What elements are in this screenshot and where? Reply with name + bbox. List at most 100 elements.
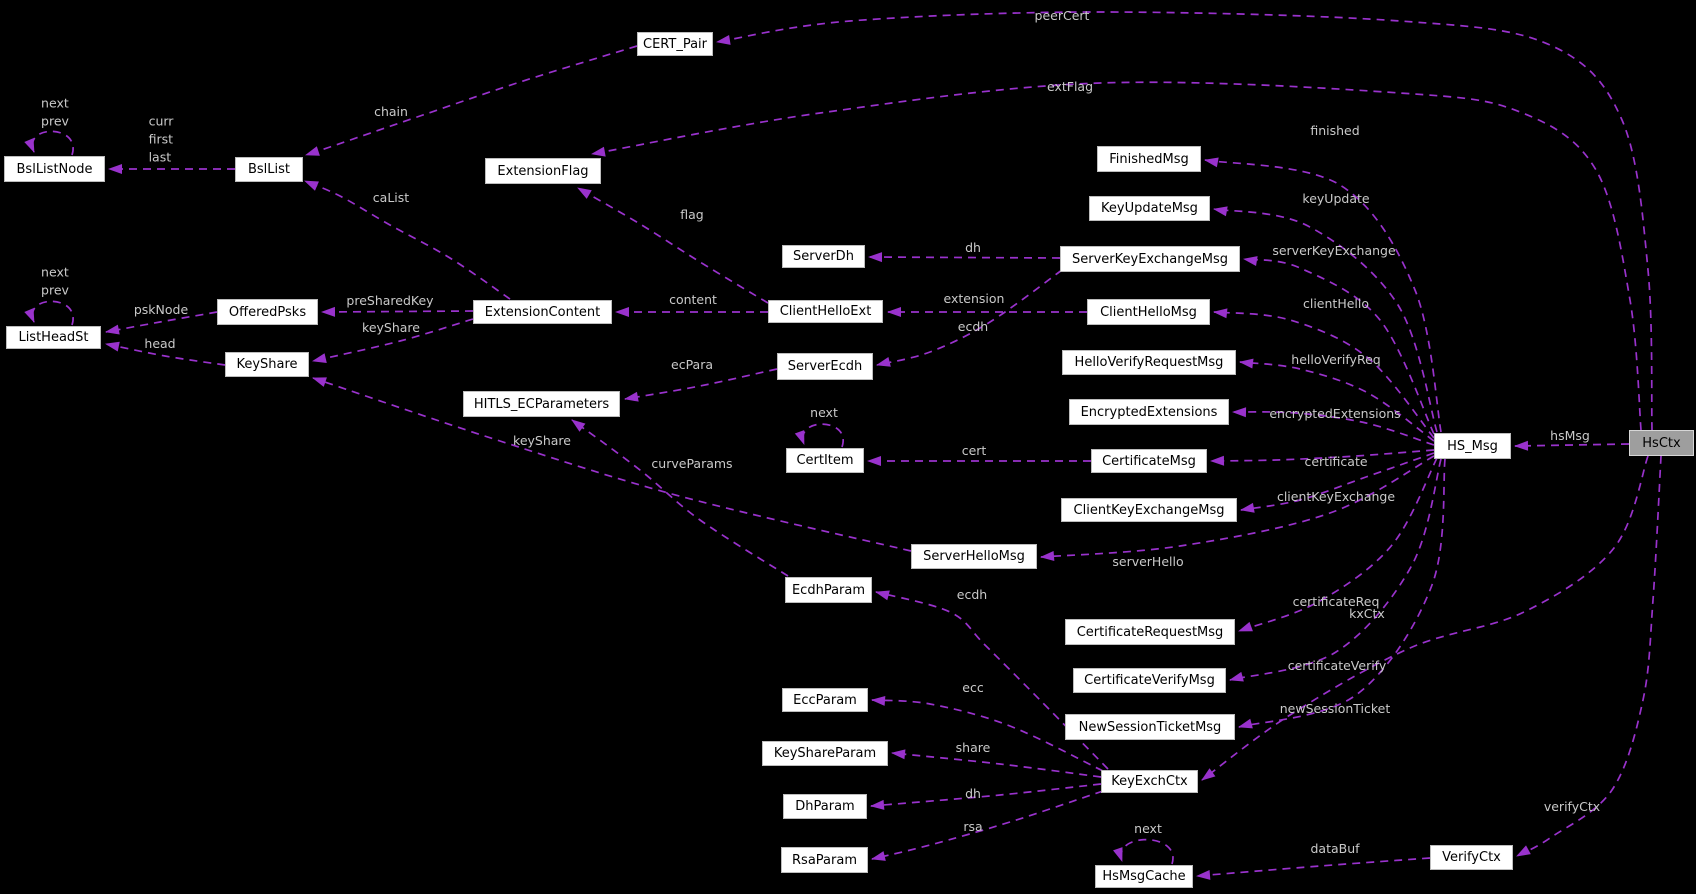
edge-ca-list bbox=[304, 180, 511, 300]
edge-label-share: share bbox=[955, 740, 991, 756]
node-bsl-list-node[interactable]: BslListNode bbox=[4, 156, 105, 182]
edge-label-encrypted-extensions-edge: encryptedExtensions bbox=[1269, 406, 1401, 422]
node-ecdh-param[interactable]: EcdhParam bbox=[785, 577, 872, 603]
edge-label-bsl-list-node-self: next prev bbox=[41, 95, 69, 128]
node-hs-msg[interactable]: HS_Msg bbox=[1434, 433, 1511, 459]
node-new-session-ticket-msg[interactable]: NewSessionTicketMsg bbox=[1065, 714, 1235, 740]
node-key-share-param[interactable]: KeyShareParam bbox=[762, 741, 888, 766]
edge-label-client-hello: clientHello bbox=[1302, 296, 1370, 312]
node-key-exch-ctx[interactable]: KeyExchCtx bbox=[1101, 770, 1198, 793]
edge-client-key-exchange bbox=[1240, 452, 1435, 513]
edge-label-ec-para: ecPara bbox=[671, 357, 713, 373]
node-verify-ctx[interactable]: VerifyCtx bbox=[1430, 845, 1513, 870]
edge-label-list-head-st-self: next prev bbox=[41, 264, 69, 297]
node-key-update-msg[interactable]: KeyUpdateMsg bbox=[1089, 196, 1210, 221]
edge-list-head-st-self bbox=[24, 300, 74, 326]
edge-label-curr-first-last: curr first last bbox=[148, 113, 174, 164]
edge-client-hello bbox=[1213, 308, 1435, 439]
node-cert-pair[interactable]: CERT_Pair bbox=[637, 32, 713, 56]
edge-label-peer-cert: peerCert bbox=[1034, 8, 1090, 24]
edge-label-server-key-exchange: serverKeyExchange bbox=[1272, 243, 1396, 259]
edge-curve-params bbox=[571, 419, 789, 577]
edge-hs-msg-edge bbox=[1514, 440, 1630, 451]
edge-verify-ctx-edge bbox=[1516, 455, 1662, 857]
edge-peer-cert bbox=[716, 11, 1653, 431]
edge-label-chain: chain bbox=[374, 104, 408, 120]
edge-ec-para bbox=[624, 368, 778, 402]
node-hs-ctx[interactable]: HsCtx bbox=[1629, 430, 1694, 456]
node-server-key-exchange-msg[interactable]: ServerKeyExchangeMsg bbox=[1060, 246, 1240, 272]
edge-label-data-buf: dataBuf bbox=[1310, 841, 1360, 857]
node-encrypted-extensions[interactable]: EncryptedExtensions bbox=[1069, 399, 1229, 425]
node-list-head-st[interactable]: ListHeadSt bbox=[6, 326, 101, 349]
edge-label-cert-item-self: next bbox=[810, 405, 838, 421]
node-cert-item[interactable]: CertItem bbox=[786, 448, 864, 473]
edge-label-ecdh-kx: ecdh bbox=[956, 587, 988, 603]
node-extension-content[interactable]: ExtensionContent bbox=[473, 300, 612, 324]
edge-encrypted-extensions-edge bbox=[1232, 407, 1435, 446]
edge-key-share-ext bbox=[312, 318, 474, 363]
node-client-key-exchange-msg[interactable]: ClientKeyExchangeMsg bbox=[1061, 498, 1237, 522]
node-hello-verify-request-msg[interactable]: HelloVerifyRequestMsg bbox=[1062, 350, 1236, 375]
edge-label-hs-msg-cache-self: next bbox=[1134, 821, 1162, 837]
edge-label-verify-ctx-edge: verifyCtx bbox=[1543, 799, 1601, 815]
edge-bsl-list-node-self bbox=[24, 130, 74, 156]
node-dh-param[interactable]: DhParam bbox=[783, 794, 867, 819]
edge-ext-flag bbox=[591, 81, 1642, 431]
node-hs-msg-cache[interactable]: HsMsgCache bbox=[1095, 865, 1193, 888]
edge-finished bbox=[1204, 157, 1442, 433]
edge-label-ecc: ecc bbox=[962, 680, 984, 696]
node-client-hello-ext[interactable]: ClientHelloExt bbox=[768, 300, 883, 323]
edge-label-certificate: certificate bbox=[1304, 454, 1368, 470]
node-ecc-param[interactable]: EccParam bbox=[782, 688, 868, 712]
node-hitls-ec-parameters[interactable]: HITLS_ECParameters bbox=[463, 391, 620, 417]
edge-label-rsa: rsa bbox=[963, 819, 983, 835]
edge-certificate-req bbox=[1238, 457, 1438, 632]
edge-certificate-verify bbox=[1229, 458, 1442, 682]
edge-cert-item-self bbox=[794, 423, 844, 448]
edge-label-hs-msg-edge: hsMsg bbox=[1550, 428, 1590, 444]
edge-label-key-update: keyUpdate bbox=[1302, 191, 1370, 207]
node-server-ecdh[interactable]: ServerEcdh bbox=[777, 353, 873, 380]
node-extension-flag[interactable]: ExtensionFlag bbox=[485, 158, 601, 184]
node-server-dh[interactable]: ServerDh bbox=[782, 245, 865, 268]
edge-kx-ctx bbox=[1201, 455, 1649, 781]
edge-chain bbox=[305, 45, 638, 156]
edge-label-client-key-exchange: clientKeyExchange bbox=[1276, 489, 1396, 505]
edge-label-flag: flag bbox=[680, 207, 704, 223]
edge-label-extension: extension bbox=[943, 291, 1005, 307]
edge-label-head: head bbox=[144, 336, 176, 352]
edge-label-dh-skx: dh bbox=[965, 240, 981, 256]
edge-label-key-share-sh: keyShare bbox=[513, 433, 571, 449]
edge-label-dh-kx: dh bbox=[965, 786, 981, 802]
node-server-hello-msg[interactable]: ServerHelloMsg bbox=[911, 544, 1037, 569]
edge-label-cert: cert bbox=[961, 443, 987, 459]
node-offered-psks[interactable]: OfferedPsks bbox=[217, 299, 318, 325]
edge-label-ca-list: caList bbox=[372, 190, 410, 206]
edge-label-ext-flag: extFlag bbox=[1046, 79, 1094, 95]
node-finished-msg[interactable]: FinishedMsg bbox=[1097, 146, 1201, 172]
edge-data-buf bbox=[1196, 857, 1431, 880]
node-bsl-list[interactable]: BslList bbox=[235, 157, 303, 182]
edge-label-ecdh-skx: ecdh bbox=[957, 319, 989, 335]
node-certificate-msg[interactable]: CertificateMsg bbox=[1091, 449, 1207, 473]
edge-hello-verify-req bbox=[1239, 358, 1435, 442]
edge-key-share-sh bbox=[312, 377, 912, 552]
edge-label-hello-verify-req: helloVerifyReq bbox=[1291, 352, 1381, 368]
edge-label-finished: finished bbox=[1310, 123, 1360, 139]
node-certificate-request-msg[interactable]: CertificateRequestMsg bbox=[1065, 619, 1235, 645]
node-key-share[interactable]: KeyShare bbox=[225, 352, 309, 377]
edge-dh-kx bbox=[870, 783, 1102, 810]
edge-new-session-ticket bbox=[1238, 458, 1446, 729]
edge-psk-node bbox=[105, 311, 218, 335]
edge-label-new-session-ticket: newSessionTicket bbox=[1279, 701, 1391, 717]
edge-pre-shared-key bbox=[321, 306, 474, 317]
edge-certificate bbox=[1210, 449, 1435, 466]
edge-label-psk-node: pskNode bbox=[133, 302, 189, 318]
node-client-hello-msg[interactable]: ClientHelloMsg bbox=[1087, 299, 1210, 325]
node-rsa-param[interactable]: RsaParam bbox=[781, 847, 868, 873]
edge-dh-skx bbox=[868, 252, 1061, 263]
node-certificate-verify-msg[interactable]: CertificateVerifyMsg bbox=[1073, 668, 1226, 693]
